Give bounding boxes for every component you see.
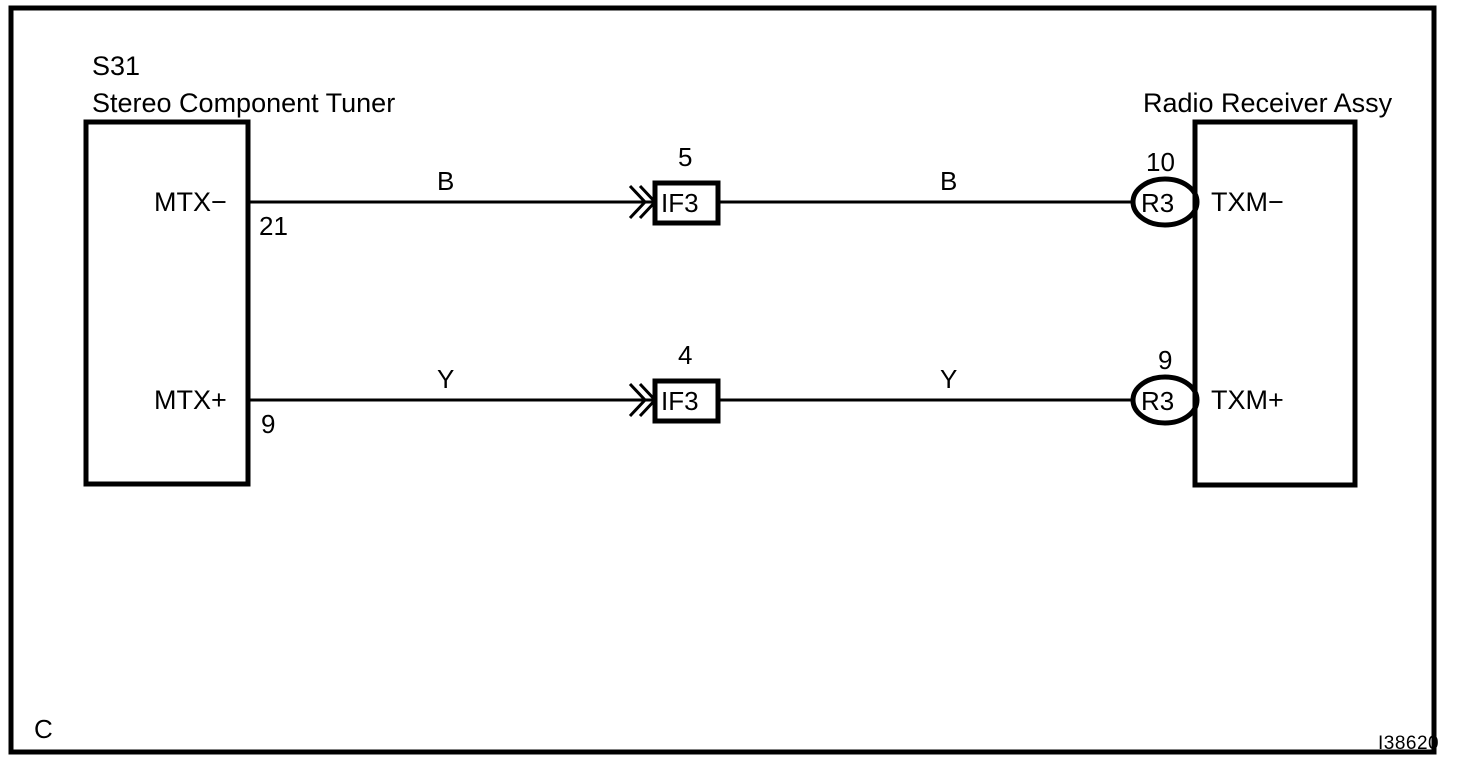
splice-label-top: R3 [1141, 188, 1175, 218]
wire-label-bottom-left: Y [437, 364, 455, 394]
right-terminal-pin-0: 10 [1146, 147, 1175, 177]
left-terminal-label-0: MTX− [154, 187, 227, 217]
right-terminal-label-1: TXM+ [1211, 385, 1284, 415]
left-connector-code: S31 [92, 51, 141, 81]
right-terminal-pin-1: 9 [1158, 345, 1173, 375]
corner-label: C [34, 714, 53, 744]
wire-label-top-right: B [940, 166, 958, 196]
page-frame [8, 5, 1437, 755]
junction-label-bottom: IF3 [661, 386, 699, 416]
junction-label-top: IF3 [661, 188, 699, 218]
right-connector-title: Radio Receiver Assy [1143, 88, 1393, 118]
left-terminal-label-1: MTX+ [154, 385, 227, 415]
left-connector-box [83, 119, 251, 487]
right-connector-box [1192, 119, 1358, 488]
splice-label-bottom: R3 [1141, 386, 1175, 416]
left-connector-title: Stereo Component Tuner [92, 88, 396, 118]
wire-label-bottom-right: Y [940, 364, 958, 394]
left-terminal-pin-0: 21 [259, 211, 288, 241]
right-terminal-label-0: TXM− [1211, 187, 1284, 217]
junction-pin-bottom: 4 [678, 340, 693, 370]
junction-pin-top: 5 [678, 142, 693, 172]
figure-code: I38620 [1378, 733, 1440, 754]
wire-label-top-left: B [437, 166, 455, 196]
left-terminal-pin-1: 9 [261, 409, 276, 439]
